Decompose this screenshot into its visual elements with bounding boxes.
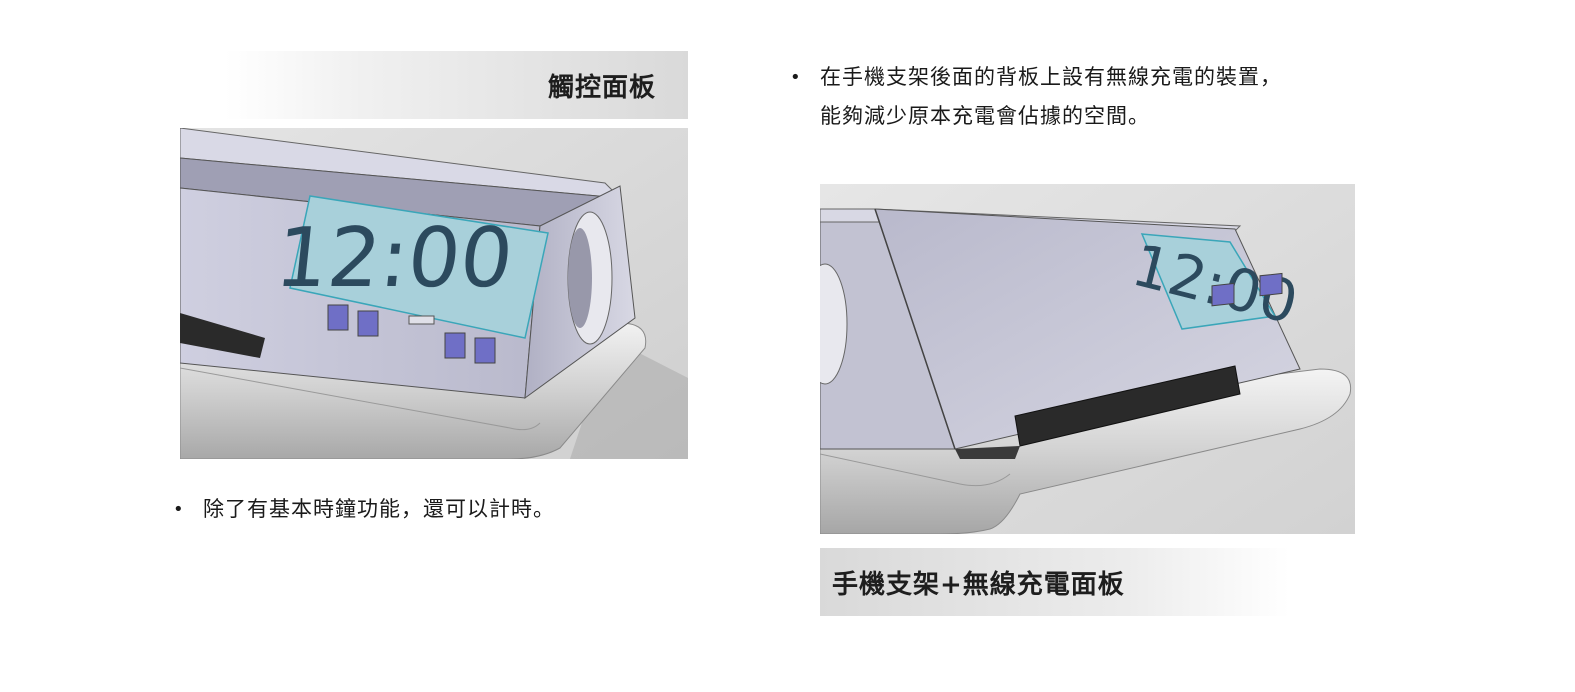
clock-function-text: 除了有基本時鐘功能，還可以計時。 [203,497,555,521]
touch-button [474,337,496,364]
touch-slot [408,315,435,325]
touch-panel-banner: 觸控面板 [225,51,688,119]
wireless-charging-line-2: 能夠減少原本充電會佔據的空間。 [820,104,1150,128]
phone-stand-illustration: 12:00 [820,184,1355,534]
bullet-dot: • [790,67,802,88]
bullet-dot: • [173,499,185,520]
clock-device-illustration: 12:00 [180,128,688,459]
wireless-charging-render: 12:00 [820,184,1355,534]
clock-digits: 12:00 [271,211,517,306]
touch-panel-title: 觸控面板 [547,72,656,103]
touch-button [327,304,349,331]
clock-function-bullet: • 除了有基本時鐘功能，還可以計時。 [173,490,555,529]
touch-button [1259,272,1283,297]
wireless-charging-text: 在手機支架後面的背板上設有無線充電的裝置， 能夠減少原本充電會佔據的空間。 [820,58,1282,136]
wireless-charging-bullet: • 在手機支架後面的背板上設有無線充電的裝置， 能夠減少原本充電會佔據的空間。 [790,58,1410,136]
charging-screen-display [1140,233,1277,330]
touch-button [357,310,379,337]
touch-button [1211,282,1235,307]
touch-screen-display [289,195,549,339]
touch-button [444,332,466,359]
wireless-charging-line-1: 在手機支架後面的背板上設有無線充電的裝置， [820,65,1282,89]
stand-charging-title: 手機支架+無線充電面板 [832,569,1125,600]
touch-panel-render: 12:00 [180,128,688,459]
stand-charging-banner: 手機支架+無線充電面板 [820,548,1290,616]
